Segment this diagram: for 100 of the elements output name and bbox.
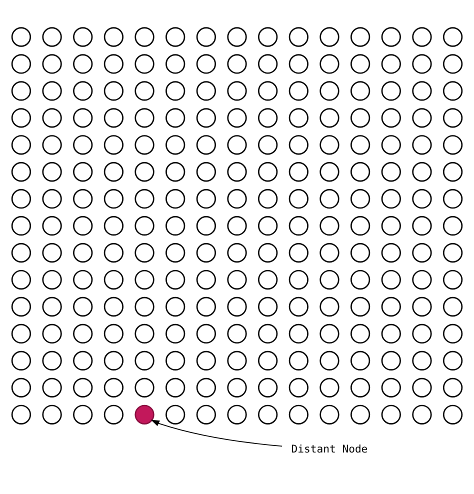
node-circle bbox=[381, 242, 401, 262]
node-circle bbox=[134, 269, 154, 290]
node-circle bbox=[227, 323, 247, 344]
node-circle bbox=[258, 296, 278, 316]
node-circle bbox=[350, 377, 370, 397]
node-circle bbox=[134, 404, 154, 424]
node-circle bbox=[73, 162, 93, 182]
node-circle bbox=[227, 269, 247, 290]
node-circle bbox=[11, 350, 32, 370]
node-circle bbox=[320, 350, 340, 370]
node-circle bbox=[73, 188, 93, 208]
node-circle bbox=[288, 296, 308, 316]
node-circle bbox=[350, 323, 370, 344]
node-circle bbox=[350, 54, 370, 74]
node-circle bbox=[73, 350, 93, 370]
node-circle bbox=[227, 54, 247, 74]
node-circle bbox=[412, 162, 432, 182]
node-circle bbox=[258, 108, 278, 128]
node-circle bbox=[73, 269, 93, 290]
node-circle bbox=[196, 162, 216, 182]
node-circle bbox=[227, 134, 247, 154]
node-circle bbox=[166, 188, 186, 208]
node-circle bbox=[134, 377, 154, 397]
node-circle bbox=[11, 54, 32, 74]
node-circle bbox=[42, 216, 62, 236]
node-circle bbox=[288, 54, 308, 74]
node-circle bbox=[350, 404, 370, 424]
node-circle bbox=[104, 26, 124, 46]
node-circle bbox=[258, 216, 278, 236]
node-circle bbox=[134, 296, 154, 316]
node-circle bbox=[288, 216, 308, 236]
node-circle bbox=[196, 350, 216, 370]
node-circle bbox=[166, 26, 186, 46]
node-circle bbox=[73, 80, 93, 100]
node-circle bbox=[134, 216, 154, 236]
node-circle bbox=[42, 108, 62, 128]
node-circle bbox=[258, 350, 278, 370]
node-circle bbox=[320, 216, 340, 236]
node-circle bbox=[11, 80, 32, 100]
node-circle bbox=[227, 188, 247, 208]
node-circle bbox=[381, 134, 401, 154]
node-circle bbox=[442, 404, 463, 424]
node-circle bbox=[196, 188, 216, 208]
node-circle bbox=[227, 377, 247, 397]
node-circle bbox=[350, 134, 370, 154]
node-circle bbox=[227, 216, 247, 236]
node-circle bbox=[412, 404, 432, 424]
node-circle bbox=[350, 242, 370, 262]
arrow bbox=[150, 419, 283, 446]
node-circle bbox=[320, 26, 340, 46]
node-circle bbox=[350, 296, 370, 316]
node-circle bbox=[104, 80, 124, 100]
node-circle bbox=[412, 108, 432, 128]
node-circle bbox=[381, 404, 401, 424]
node-circle bbox=[42, 54, 62, 74]
node-circle bbox=[320, 54, 340, 74]
node-circle bbox=[73, 134, 93, 154]
node-circle bbox=[166, 80, 186, 100]
node-circle bbox=[166, 323, 186, 344]
node-circle bbox=[42, 80, 62, 100]
node-circle bbox=[134, 54, 154, 74]
node-circle bbox=[442, 134, 463, 154]
node-circle bbox=[73, 108, 93, 128]
node-circle bbox=[11, 216, 32, 236]
node-circle bbox=[412, 80, 432, 100]
node-circle bbox=[442, 188, 463, 208]
node-circle bbox=[42, 188, 62, 208]
node-circle bbox=[104, 296, 124, 316]
node-circle bbox=[134, 26, 154, 46]
node-circle bbox=[227, 80, 247, 100]
node-circle bbox=[412, 134, 432, 154]
node-circle bbox=[288, 404, 308, 424]
node-circle bbox=[196, 296, 216, 316]
node-circle bbox=[73, 26, 93, 46]
node-circle bbox=[288, 26, 308, 46]
node-circle bbox=[42, 26, 62, 46]
node-circle bbox=[166, 242, 186, 262]
node-circle bbox=[258, 188, 278, 208]
node-circle bbox=[288, 242, 308, 262]
node-circle bbox=[350, 80, 370, 100]
node-circle bbox=[42, 323, 62, 344]
node-circle bbox=[227, 162, 247, 182]
node-circle bbox=[412, 377, 432, 397]
node-circle bbox=[227, 108, 247, 128]
node-circle bbox=[381, 323, 401, 344]
node-circle bbox=[320, 269, 340, 290]
node-circle bbox=[42, 269, 62, 290]
node-circle bbox=[442, 216, 463, 236]
node-circle bbox=[73, 216, 93, 236]
node-circle bbox=[166, 216, 186, 236]
node-circle bbox=[11, 26, 32, 46]
node-circle bbox=[381, 162, 401, 182]
node-circle bbox=[412, 188, 432, 208]
node-circle bbox=[381, 296, 401, 316]
node-circle bbox=[412, 323, 432, 344]
node-circle bbox=[42, 350, 62, 370]
node-circle bbox=[288, 188, 308, 208]
node-circle bbox=[11, 188, 32, 208]
node-circle bbox=[42, 404, 62, 424]
node-circle bbox=[104, 188, 124, 208]
